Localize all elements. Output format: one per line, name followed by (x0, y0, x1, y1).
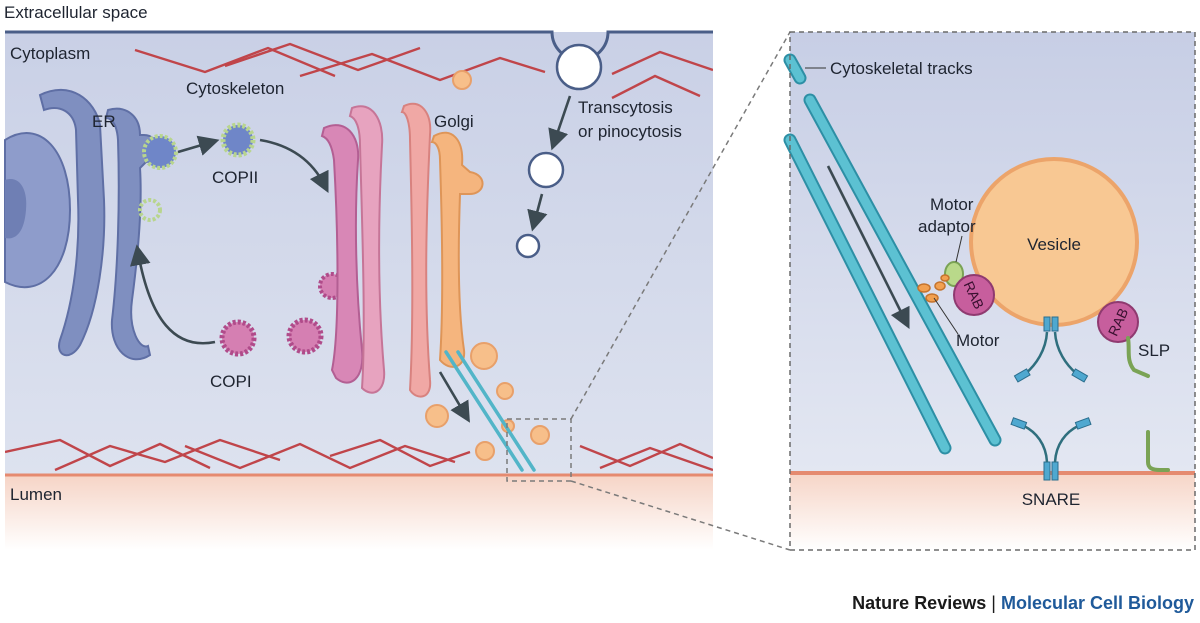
motor-adaptor-leader (955, 235, 963, 263)
label-copii: COPII (212, 168, 258, 187)
cell-panel (4, 30, 713, 550)
copii-vesicle-budding (138, 134, 178, 222)
label-er: ER (92, 112, 116, 131)
label-golgi: Golgi (434, 112, 474, 131)
inset-panel: RAB RAB (783, 31, 1196, 551)
vesicle-snare (1013, 316, 1089, 383)
copii-vesicle (220, 122, 256, 158)
label-motor-adaptor-line1: Motor (930, 195, 974, 214)
inset-border (789, 31, 1196, 551)
rab-protein-motor: RAB (953, 274, 995, 316)
label-snare: SNARE (1022, 490, 1081, 509)
actin-filaments-top (134, 42, 713, 100)
label-cytoplasm: Cytoplasm (10, 44, 90, 63)
secretory-vesicles (425, 70, 550, 461)
inset-cytoskeletal-tracks (783, 53, 1002, 455)
rab-protein-slp: RAB (1097, 301, 1139, 343)
motor-leader (933, 297, 959, 335)
label-transcytosis-line1: Transcytosis (578, 98, 673, 117)
inset-transport-arrow (826, 165, 910, 329)
golgi-apparatus (320, 102, 484, 398)
cytoskeletal-tracks-cell (444, 350, 536, 472)
zoom-region-box (506, 418, 572, 482)
transcytosis-arrows (527, 95, 572, 232)
label-copi: COPI (210, 372, 252, 391)
labels: Extracellular space Cytoplasm Cytoskelet… (4, 3, 1170, 509)
label-slp: SLP (1138, 341, 1170, 360)
copi-vesicle (219, 319, 257, 357)
label-extracellular-space: Extracellular space (4, 3, 148, 22)
slp-protein (1126, 336, 1150, 378)
label-transcytosis-line2: or pinocytosis (578, 122, 682, 141)
track-arrow (438, 371, 470, 423)
journal-credit: Nature Reviews | Molecular Cell Biology (852, 593, 1194, 614)
label-motor: Motor (956, 331, 1000, 350)
membrane-snare (1010, 417, 1092, 481)
credit-separator: | (991, 593, 996, 613)
zoom-connector-lines (570, 31, 791, 551)
label-vesicle: Vesicle (1027, 235, 1081, 254)
label-motor-adaptor-line2: adaptor (918, 217, 976, 236)
transcytosis-vesicles (515, 43, 603, 259)
trafficking-cycle-arrows (130, 135, 329, 345)
label-cytoskeleton: Cytoskeleton (186, 79, 284, 98)
lumen-region (5, 475, 713, 550)
motor-adaptor (944, 261, 964, 287)
inset-lumen (790, 472, 1195, 550)
membrane-slp (1146, 430, 1170, 472)
credit-publisher: Nature Reviews (852, 593, 987, 613)
actin-filaments-bottom (5, 438, 713, 472)
label-lumen: Lumen (10, 485, 62, 504)
credit-journal: Molecular Cell Biology (1000, 593, 1194, 613)
label-cytoskeletal-tracks: Cytoskeletal tracks (830, 59, 973, 78)
